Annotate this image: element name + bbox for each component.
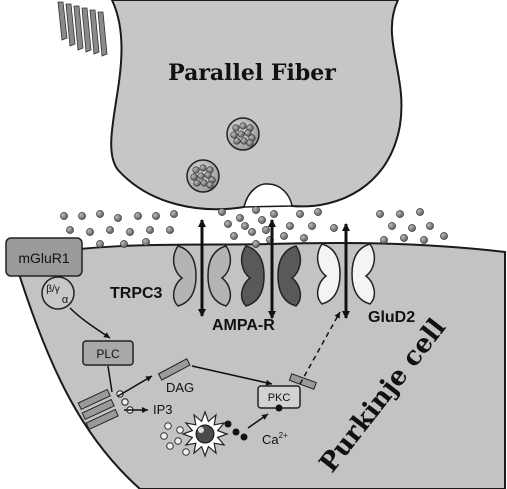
channel-flux-arrows bbox=[198, 219, 350, 319]
pkc-to-glud2-arrow bbox=[299, 311, 341, 385]
trpc3-label: TRPC3 bbox=[110, 285, 163, 302]
dag-lipid bbox=[157, 358, 191, 381]
plc-to-lipids-line bbox=[107, 365, 113, 393]
mglur1-label: mGluR1 bbox=[18, 250, 70, 266]
plc-enzyme bbox=[82, 340, 134, 366]
calcium-ion-icon bbox=[224, 420, 248, 441]
pkc-phosphate-dot bbox=[275, 404, 283, 412]
g-protein: β/γ α bbox=[41, 276, 75, 310]
parallel-fiber-label: Parallel Fiber bbox=[168, 60, 336, 86]
pkc-label: PKC bbox=[268, 392, 291, 404]
dag-label: DAG bbox=[166, 380, 194, 395]
ip3-receptor-starburst-icon bbox=[181, 410, 229, 458]
calcium-to-pkc-arrow bbox=[247, 413, 269, 429]
ip3-molecules bbox=[160, 422, 190, 456]
pip2-lipids bbox=[77, 388, 134, 431]
lipids-to-dag-arrow bbox=[117, 375, 153, 397]
glud2-label: GluD2 bbox=[368, 309, 415, 326]
vesicle-icon bbox=[186, 117, 260, 193]
ampa-r-label: AMPA-R bbox=[212, 317, 275, 334]
purkinje-cell bbox=[12, 241, 506, 489]
glutamate-molecules bbox=[56, 206, 448, 248]
ampa-receptor-channel bbox=[240, 245, 302, 307]
trpc3-channel bbox=[172, 245, 232, 307]
glud2-channel bbox=[316, 243, 376, 305]
dag-to-pkc-arrow bbox=[191, 365, 273, 386]
calcium-symbol: Ca bbox=[262, 432, 279, 447]
g-protein-alpha-label: α bbox=[62, 294, 69, 306]
calcium-label: Ca2+ bbox=[262, 431, 288, 447]
pkc-membrane-anchor bbox=[288, 373, 317, 390]
g-protein-beta-gamma-label: β/γ bbox=[46, 284, 60, 295]
ip3-label: IP3 bbox=[153, 402, 173, 417]
parallel-fiber-axons-icon bbox=[57, 1, 108, 57]
plc-label: PLC bbox=[96, 347, 120, 361]
release-pocket bbox=[243, 183, 293, 208]
mglur1-receptor bbox=[5, 237, 83, 277]
mglur1-to-plc-arrow bbox=[69, 307, 111, 339]
calcium-charge: 2+ bbox=[279, 431, 288, 440]
parallel-fiber-terminal bbox=[110, 0, 403, 211]
